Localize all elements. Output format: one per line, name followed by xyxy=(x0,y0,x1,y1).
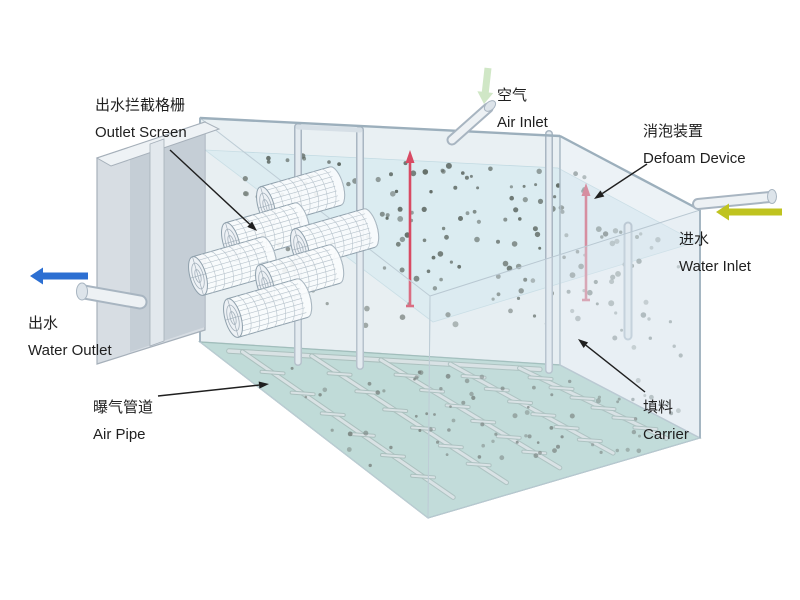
label-air-pipe-zh: 曝气管道 xyxy=(93,399,154,416)
carrier-dots-floor xyxy=(290,366,642,468)
label-defoam-device-zh: 消泡装置 xyxy=(643,123,704,140)
label-outlet-screen: 出水拦截格栅 Outlet Screen xyxy=(95,92,187,146)
label-air-inlet-en: Air Inlet xyxy=(497,114,548,131)
air-inlet-pipe xyxy=(446,100,497,146)
air-inlet-arrow xyxy=(477,67,494,104)
label-defoam-device-en: Defoam Device xyxy=(643,150,746,167)
label-water-inlet-en: Water Inlet xyxy=(679,258,751,275)
mesh-cylinder xyxy=(223,278,313,338)
label-carrier-zh: 填料 xyxy=(643,399,674,416)
label-carrier: 填料 Carrier xyxy=(643,394,689,448)
label-air-inlet-zh: 空气 xyxy=(497,87,528,104)
label-water-outlet-en: Water Outlet xyxy=(28,342,112,359)
mesh-cylinder xyxy=(188,236,278,296)
label-defoam-device: 消泡装置 Defoam Device xyxy=(643,118,746,172)
label-air-pipe-en: Air Pipe xyxy=(93,426,146,443)
label-water-inlet-zh: 进水 xyxy=(679,231,710,248)
label-outlet-screen-zh: 出水拦截格栅 xyxy=(95,97,186,114)
water-inlet-arrow xyxy=(716,203,782,221)
annotation-arrows xyxy=(157,149,648,397)
label-water-outlet-zh: 出水 xyxy=(28,315,59,332)
label-water-inlet: 进水 Water Inlet xyxy=(679,226,751,280)
outlet-screen-cylinders xyxy=(188,166,380,338)
label-carrier-en: Carrier xyxy=(643,426,689,443)
outlet-chamber xyxy=(95,121,221,365)
defoam-devices xyxy=(405,150,591,308)
label-outlet-screen-en: Outlet Screen xyxy=(95,124,187,141)
water-outlet-pipe xyxy=(76,282,148,310)
label-water-outlet: 出水 Water Outlet xyxy=(28,310,112,364)
water-outlet-arrow xyxy=(30,267,88,285)
label-air-pipe: 曝气管道 Air Pipe xyxy=(93,394,153,448)
water-inlet-pipe xyxy=(692,189,777,210)
label-air-inlet: 空气 Air Inlet xyxy=(497,82,548,136)
air-pipe-grid xyxy=(226,348,669,500)
